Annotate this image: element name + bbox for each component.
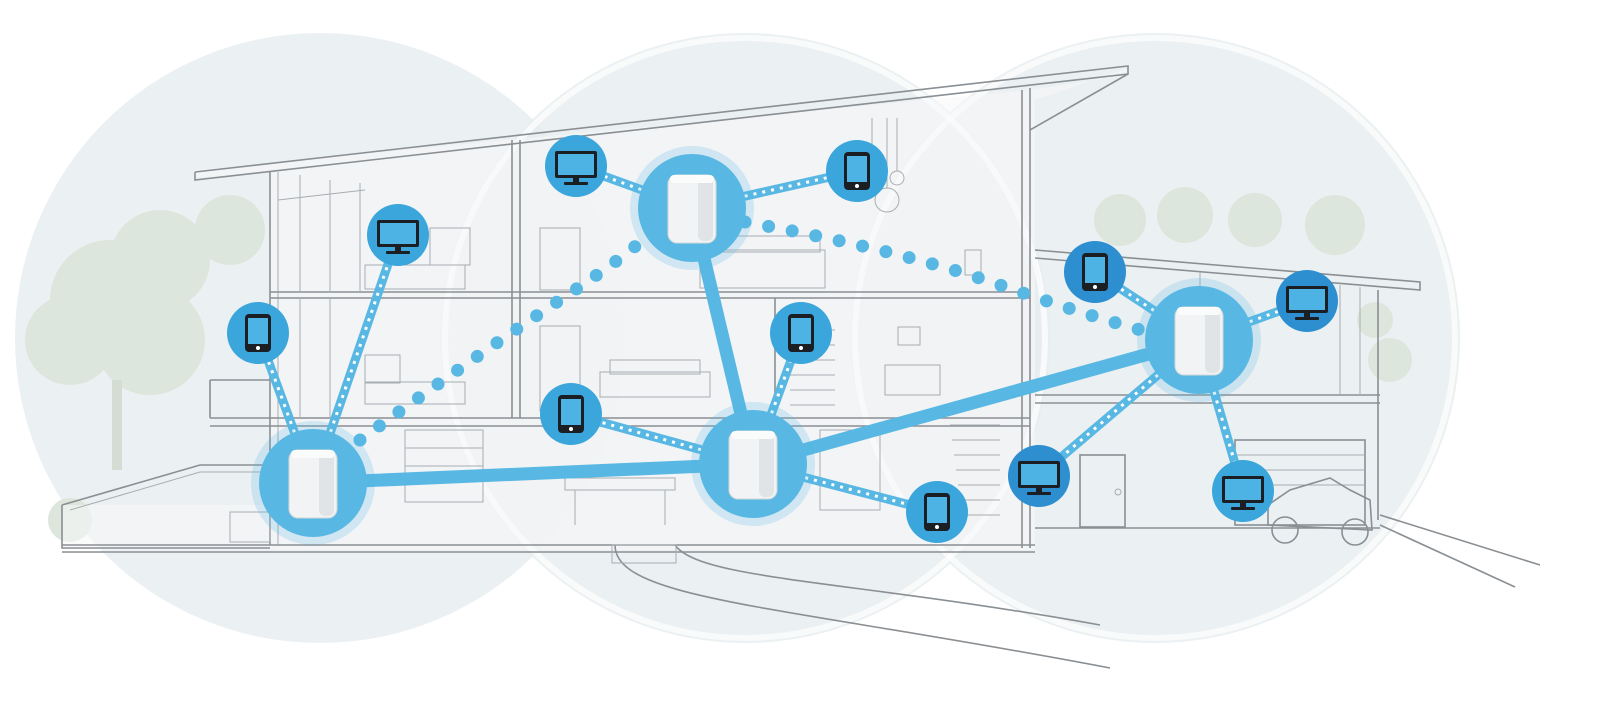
tablet-icon [245, 314, 271, 352]
mesh-path-dot [569, 282, 583, 296]
mesh-path-dot [411, 391, 425, 405]
tablet-device [227, 302, 289, 364]
mesh-path-dot [856, 239, 870, 253]
tv-device [545, 135, 607, 197]
mesh-router [1137, 278, 1261, 402]
tablet-device [540, 383, 602, 445]
backhaul-link [306, 457, 760, 490]
mesh-path-dot [431, 377, 445, 391]
router-unit-icon [1174, 306, 1224, 376]
mesh-paths [353, 215, 1145, 447]
mesh-router [630, 146, 754, 270]
router-unit-icon [288, 449, 338, 519]
tablet-device [826, 140, 888, 202]
mesh-path-dot [628, 240, 642, 254]
mesh-path-dot [392, 405, 406, 419]
mesh-path-dot [1131, 322, 1145, 336]
tablet-device [906, 481, 968, 543]
mesh-path-dot [902, 251, 916, 265]
mesh-path-dot [809, 229, 823, 243]
backhaul-link [746, 333, 1206, 471]
mesh-path-dot [1039, 294, 1053, 308]
tv-icon [555, 151, 597, 185]
client-devices [227, 135, 1338, 543]
tablet-icon [1082, 253, 1108, 291]
mesh-path-dot [948, 264, 962, 278]
mesh-path-dot [470, 349, 484, 363]
mesh-path-dot [785, 224, 799, 238]
mesh-path-dot [879, 245, 893, 259]
mesh-path-dot [589, 268, 603, 282]
mesh-path-dot [1085, 309, 1099, 323]
tv-device [1008, 445, 1070, 507]
mesh-path-dot [971, 271, 985, 285]
tree-right [1094, 187, 1412, 382]
tablet-icon [844, 152, 870, 190]
tv-icon [377, 220, 419, 254]
mesh-path-dot [1017, 286, 1031, 300]
tv-device [1276, 270, 1338, 332]
mesh-path-dot [353, 433, 367, 447]
mesh-routers [251, 146, 1261, 545]
background-trees [25, 187, 1412, 542]
tv-icon [1286, 286, 1328, 320]
tablet-icon [924, 493, 950, 531]
mesh-path-dot [609, 254, 623, 268]
mesh-router [691, 402, 815, 526]
mesh-path-dot [762, 219, 776, 233]
mesh-path-dot [925, 257, 939, 271]
mesh-path-dot [832, 234, 846, 248]
mesh-path-dot [994, 278, 1008, 292]
mesh-path-dot [490, 336, 504, 350]
tv-device [1212, 460, 1274, 522]
router-unit-icon [728, 430, 778, 500]
mesh-path-dot [1062, 301, 1076, 315]
mesh-path-dot [550, 295, 564, 309]
tablet-device [770, 302, 832, 364]
mesh-router [251, 421, 375, 545]
tv-icon [1018, 461, 1060, 495]
tablet-icon [558, 395, 584, 433]
tablet-icon [788, 314, 814, 352]
mesh-path-dot [451, 363, 465, 377]
tv-icon [1222, 476, 1264, 510]
router-unit-icon [667, 174, 717, 244]
tv-device [367, 204, 429, 266]
mesh-path-dot [530, 309, 544, 323]
mesh-path-dot [510, 322, 524, 336]
tree-left [25, 195, 265, 542]
mesh-path-dot [372, 419, 386, 433]
furniture [229, 118, 982, 543]
tablet-device [1064, 241, 1126, 303]
mesh-path-dot [1108, 316, 1122, 330]
